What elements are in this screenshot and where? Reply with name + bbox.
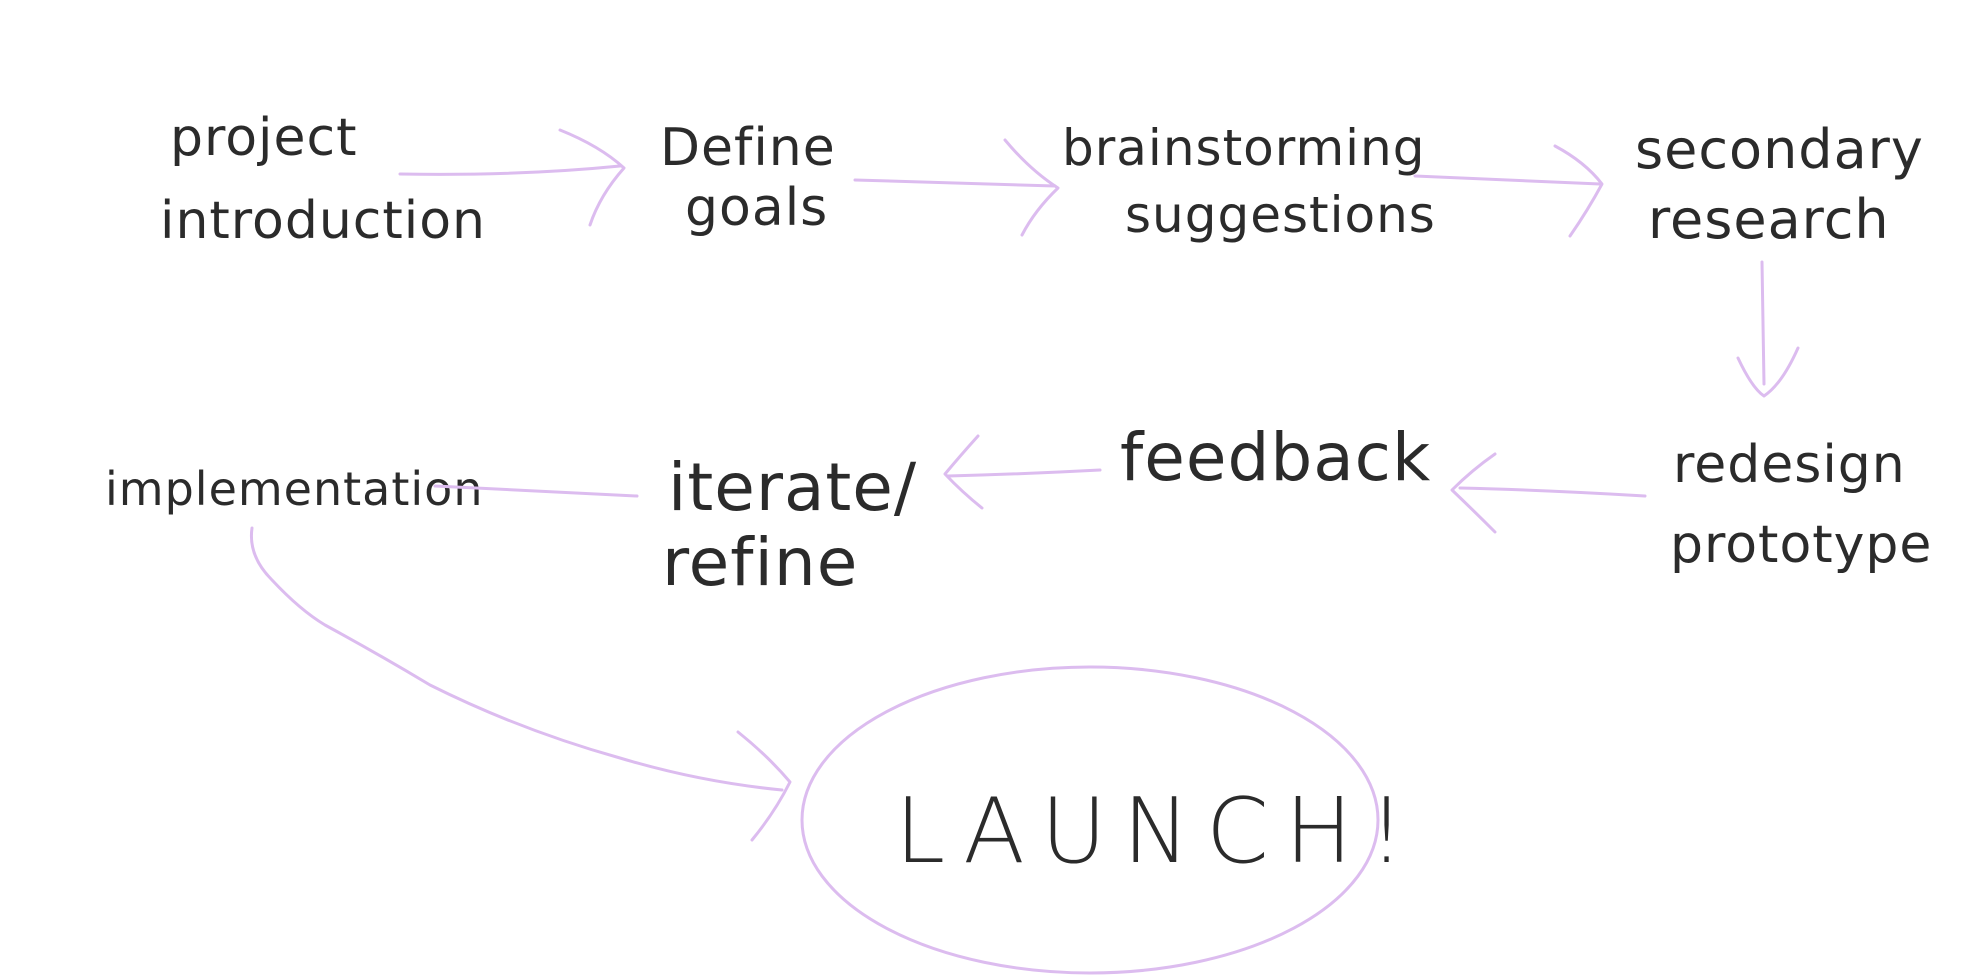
arrow-implementation-to-launch	[249, 526, 792, 842]
node-implementation: implementation	[105, 462, 483, 516]
node-define-goals: Define goals	[660, 118, 836, 238]
node-launch: LAUNCH!	[800, 665, 1421, 975]
arrow-research-to-redesign	[1736, 260, 1800, 398]
node-label-line1: secondary	[1635, 118, 1924, 181]
node-label-line1: iterate/	[668, 449, 917, 526]
node-secondary-research: secondary research	[1635, 118, 1924, 251]
node-label-line2: suggestions	[1125, 186, 1436, 244]
node-label: implementation	[105, 462, 483, 516]
arrow-feedback-to-iterate	[943, 434, 1102, 510]
node-redesign-prototype: redesign prototype	[1670, 435, 1932, 575]
node-brainstorming-suggestions: brainstorming suggestions	[1062, 119, 1436, 244]
arrow-redesign-to-feedback	[1450, 452, 1647, 534]
launch-label: LAUNCH!	[895, 779, 1421, 884]
node-label-line2: prototype	[1670, 515, 1932, 575]
node-feedback: feedback	[1120, 419, 1431, 496]
node-label-line1: redesign	[1673, 435, 1906, 495]
node-label-line1: brainstorming	[1062, 119, 1425, 177]
node-label-line2: refine	[662, 524, 858, 601]
node-label-line2: goals	[685, 178, 828, 238]
node-label-line1: project	[170, 108, 357, 168]
node-label-line2: research	[1648, 188, 1890, 251]
arrow-introduction-to-goals	[398, 128, 626, 227]
connector-iterate-to-implementation	[433, 484, 639, 498]
node-label-line2: introduction	[160, 191, 486, 251]
node-label-line1: Define	[660, 118, 836, 178]
arrow-brainstorming-to-research	[1413, 144, 1604, 238]
arrow-goals-to-brainstorming	[853, 138, 1060, 237]
node-project-introduction: project introduction	[160, 108, 486, 251]
node-iterate-refine: iterate/ refine	[662, 449, 917, 601]
launch-ellipse	[800, 665, 1380, 975]
node-label: feedback	[1120, 419, 1431, 496]
